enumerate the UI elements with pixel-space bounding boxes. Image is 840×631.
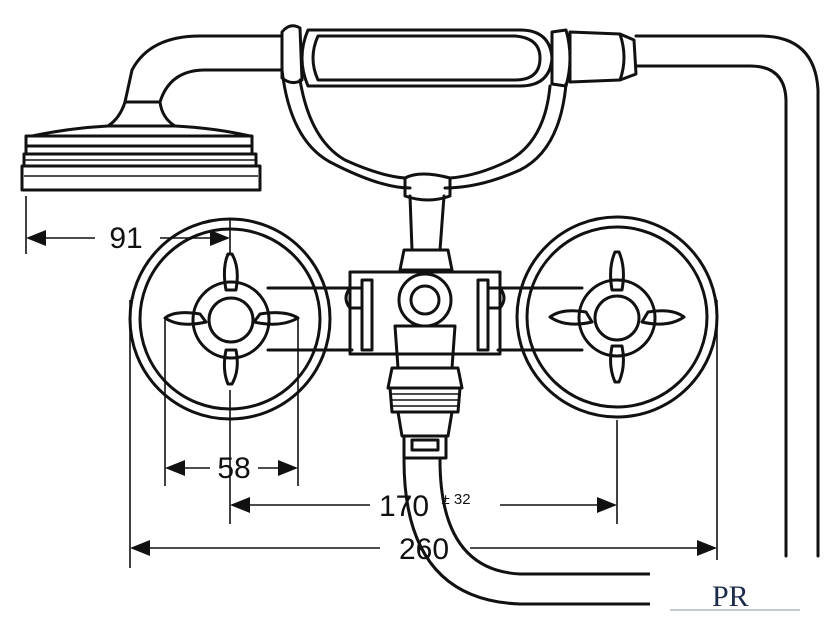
dimension-260-label: 260 [399, 533, 449, 566]
dimension-170-label: 170 [379, 490, 429, 523]
dimension-58: 58 [165, 452, 298, 485]
dimension-170-tolerance: ± 32 [441, 491, 470, 508]
cradle-stem [398, 172, 454, 272]
right-cross-handle [548, 250, 686, 384]
brand-logo: PR [650, 560, 840, 631]
brand-logo-text: PR [712, 580, 749, 613]
left-cross-handle [163, 252, 300, 386]
right-wall-flange [515, 215, 719, 419]
dimension-170: 170 ± 32 [230, 490, 617, 523]
shower-handset [280, 24, 638, 190]
dimension-91-label: 91 [109, 222, 142, 255]
shower-head [20, 100, 262, 192]
extension-lines [25, 196, 718, 568]
shower-hose [123, 34, 820, 606]
dimension-91: 91 [26, 222, 230, 255]
spout [386, 366, 464, 460]
dimension-260: 260 [130, 533, 717, 566]
dimension-58-label: 58 [217, 452, 250, 485]
